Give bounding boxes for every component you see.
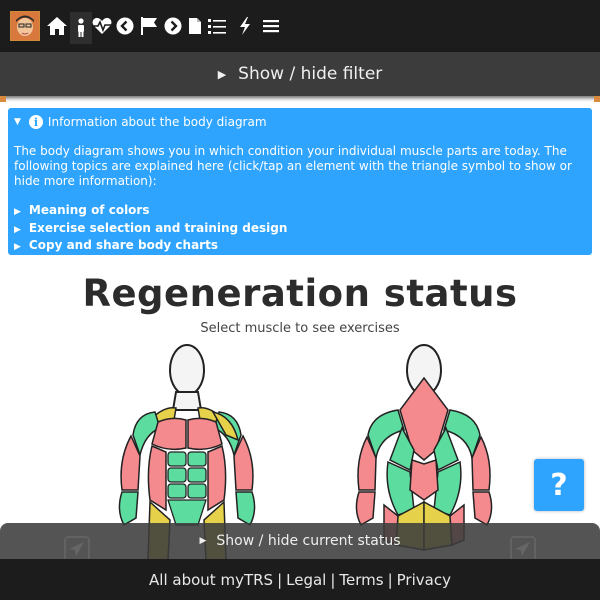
triangle-right-icon: ▶ bbox=[217, 67, 227, 81]
muscle-rear-delt-right[interactable] bbox=[443, 409, 481, 461]
status-toggle-label: Show / hide current status bbox=[216, 533, 401, 549]
triangle-down-icon: ▼ bbox=[14, 117, 21, 127]
topic-exercise-selection[interactable]: ▶ Exercise selection and training design bbox=[14, 221, 586, 239]
footer-separator: | bbox=[330, 570, 336, 589]
body-back bbox=[355, 344, 493, 551]
top-navigation bbox=[0, 0, 600, 52]
muscle-oblique-right[interactable] bbox=[207, 444, 227, 512]
chevron-left-icon[interactable] bbox=[114, 14, 136, 38]
muscle-triceps-left[interactable] bbox=[357, 435, 377, 491]
muscle-triceps-right[interactable] bbox=[471, 435, 491, 491]
help-button-label: ? bbox=[550, 467, 568, 503]
footer-link-about[interactable]: All about myTRS bbox=[149, 570, 274, 589]
menu-icon[interactable] bbox=[260, 14, 282, 38]
filter-toggle[interactable]: ▶ Show / hide filter bbox=[0, 52, 600, 96]
topic-label: Exercise selection and training design bbox=[28, 220, 288, 235]
chevron-right-icon[interactable] bbox=[162, 14, 184, 38]
status-toggle[interactable]: ▶ Show / hide current status bbox=[0, 523, 600, 559]
topic-copy-share[interactable]: ▶ Copy and share body charts bbox=[14, 238, 586, 256]
page-title: Regeneration status bbox=[82, 272, 518, 315]
heartbeat-icon[interactable] bbox=[91, 14, 113, 38]
help-button[interactable]: ? bbox=[534, 459, 584, 511]
muscle-rear-delt-left[interactable] bbox=[367, 409, 405, 461]
info-toggle[interactable]: ▼ i Information about the body diagram bbox=[14, 114, 586, 130]
info-panel: ▼ i Information about the body diagram T… bbox=[8, 108, 592, 255]
topic-label: Copy and share body charts bbox=[28, 238, 218, 252]
filter-toggle-label: Show / hide filter bbox=[238, 64, 383, 84]
muscle-forearm-right[interactable] bbox=[235, 491, 256, 527]
front-neck bbox=[171, 391, 203, 411]
muscle-biceps-right[interactable] bbox=[233, 434, 254, 491]
footer-link-legal[interactable]: Legal bbox=[286, 570, 327, 589]
muscle-side-deltoid-right[interactable] bbox=[211, 410, 240, 442]
topic-label: Meaning of colors bbox=[28, 203, 150, 217]
footer-link-terms[interactable]: Terms bbox=[339, 570, 384, 589]
muscle-oblique-left[interactable] bbox=[147, 444, 167, 512]
footer-separator: | bbox=[277, 570, 283, 589]
right-edge-accent bbox=[594, 96, 600, 102]
muscle-abs[interactable] bbox=[167, 451, 207, 526]
footer: All about myTRS | Legal | Terms | Privac… bbox=[0, 559, 600, 600]
avatar[interactable] bbox=[10, 11, 40, 41]
footer-link-privacy[interactable]: Privacy bbox=[396, 570, 451, 589]
triangle-right-icon: ▶ bbox=[199, 536, 207, 546]
lightning-icon[interactable] bbox=[234, 14, 256, 38]
triangle-right-icon: ▶ bbox=[14, 242, 21, 252]
home-icon[interactable] bbox=[46, 14, 68, 38]
muscle-chest-left[interactable] bbox=[151, 417, 187, 451]
topic-meaning-of-colors[interactable]: ▶ Meaning of colors bbox=[14, 203, 586, 221]
body-diagram bbox=[118, 344, 493, 560]
muscle-infraspinatus-right[interactable] bbox=[433, 426, 459, 472]
info-description: The body diagram shows you in which cond… bbox=[14, 144, 572, 188]
muscle-infraspinatus-left[interactable] bbox=[389, 426, 415, 472]
front-head bbox=[169, 344, 205, 396]
triangle-right-icon: ▶ bbox=[14, 224, 21, 235]
muscle-forearm-left[interactable] bbox=[118, 491, 139, 527]
info-heading: Information about the body diagram bbox=[47, 115, 267, 129]
muscle-back-trapezius[interactable] bbox=[399, 376, 449, 461]
info-icon: i bbox=[28, 115, 43, 129]
muscle-biceps-left[interactable] bbox=[120, 434, 141, 491]
muscle-chest-right[interactable] bbox=[187, 417, 223, 451]
list-icon[interactable] bbox=[206, 14, 228, 38]
document-icon[interactable] bbox=[184, 14, 206, 38]
muscle-back-forearm-left[interactable] bbox=[355, 491, 376, 527]
page-subtitle: Select muscle to see exercises bbox=[200, 321, 400, 336]
person-icon[interactable] bbox=[70, 12, 92, 44]
muscle-back-forearm-right[interactable] bbox=[472, 491, 493, 527]
flag-icon[interactable] bbox=[138, 14, 160, 38]
footer-separator: | bbox=[387, 570, 393, 589]
left-edge-accent bbox=[0, 96, 6, 102]
info-topics: ▶ Meaning of colors ▶ Exercise selection a… bbox=[14, 203, 586, 256]
triangle-right-icon: ▶ bbox=[14, 207, 21, 217]
muscle-lower-back[interactable] bbox=[409, 458, 439, 501]
